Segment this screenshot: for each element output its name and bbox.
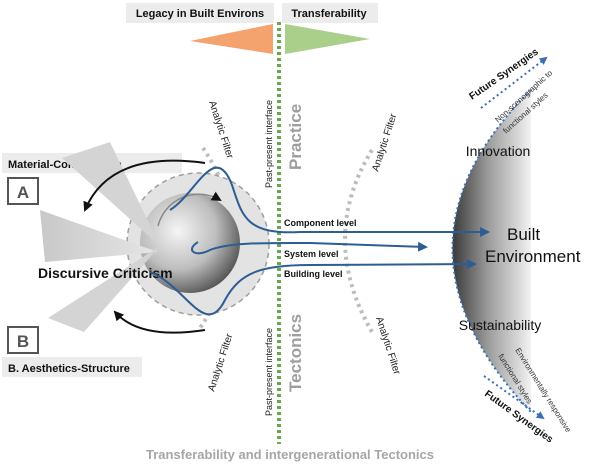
tectonics-label: Tectonics [286, 314, 305, 392]
inner-sphere [140, 193, 240, 293]
rotation-arrow-bottom [113, 310, 206, 334]
filter-upper-left: Analytic Filter [206, 100, 235, 161]
transferability-label-box [282, 3, 378, 23]
wedge-bottom [48, 246, 160, 332]
legacy-label-box [126, 3, 274, 23]
legacy-flag [190, 24, 273, 54]
aesthetics-structure-label: B. Aesthetics-Structure [8, 363, 130, 375]
interface-label-upper: Past-present interface [264, 100, 274, 188]
figure-caption: Transferability and intergenerational Te… [146, 447, 434, 462]
built-label: Built [507, 225, 540, 244]
box-b-label: B [17, 332, 29, 351]
box-a-label: A [17, 183, 29, 202]
component-level-label: Component level [284, 218, 357, 228]
legacy-label: Legacy in Built Environs [136, 8, 264, 20]
sustainability-label: Sustainability [459, 317, 542, 333]
filter-lower-left: Analytic Filter [206, 332, 235, 393]
rotation-arrow-top [83, 159, 206, 212]
wedge-upper [40, 210, 158, 262]
transferability-flag [285, 24, 370, 54]
future-synergies-arrow-top [480, 56, 548, 109]
building-level-label: Building level [284, 269, 343, 279]
discursive-criticism-label: Discursive Criticism [38, 265, 173, 281]
aesthetics-structure-box [2, 357, 142, 377]
wedge-top [62, 142, 160, 246]
filter-lower-right: Analytic Filter [373, 316, 402, 377]
interface-label-lower: Past-present interface [264, 328, 274, 416]
inner-rotation-arc [157, 191, 222, 227]
transferability-label: Transferability [291, 8, 367, 20]
parabola-dotted-edge [451, 89, 532, 413]
system-level-label: System level [284, 249, 339, 259]
right-filter-arc [343, 148, 374, 333]
filter-upper-right: Analytic Filter [370, 112, 399, 173]
system-level-arrow [191, 241, 428, 255]
innovation-label: Innovation [466, 143, 531, 159]
future-synergies-arrow-bottom [483, 375, 545, 420]
box-b [7, 326, 39, 354]
component-level-arrow [169, 166, 490, 237]
building-level-arrow [149, 259, 477, 316]
box-a [7, 177, 39, 205]
environment-label: Environment [485, 247, 581, 266]
practice-label: Practice [286, 104, 305, 170]
